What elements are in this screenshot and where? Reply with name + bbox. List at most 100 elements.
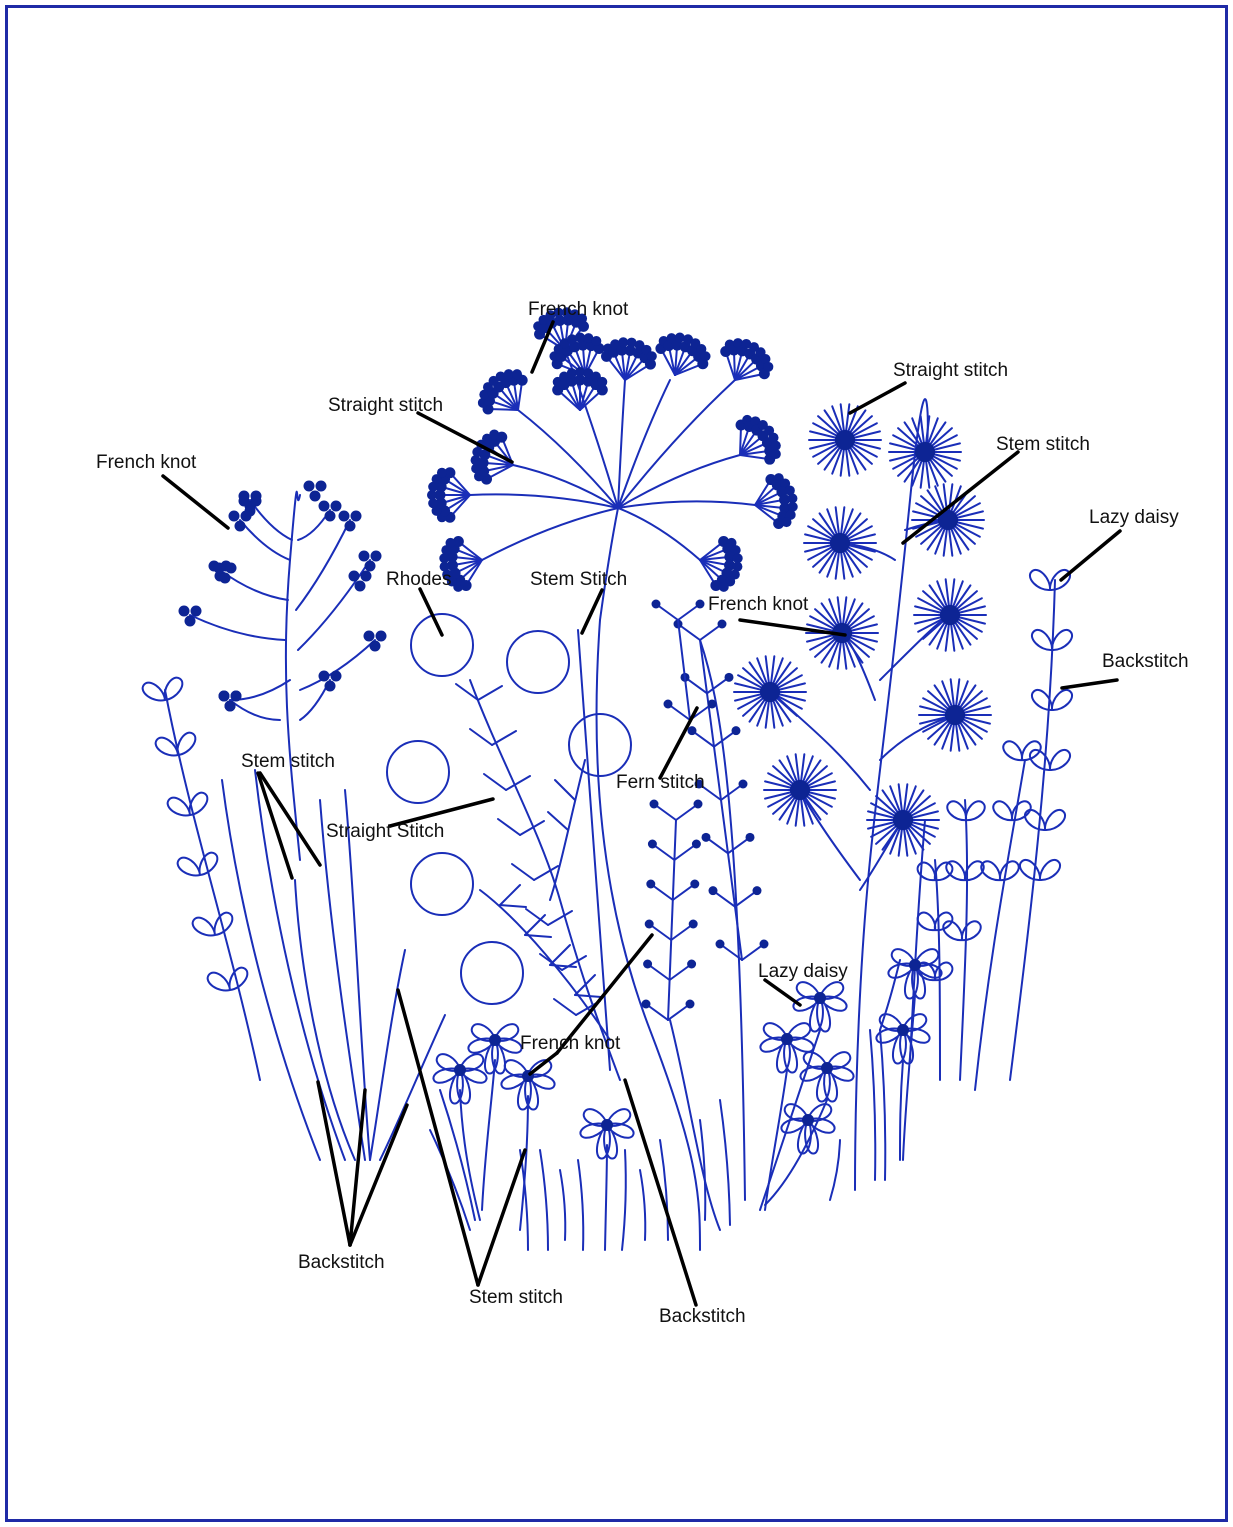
sprig-stem	[286, 492, 300, 860]
grass-blade	[370, 950, 405, 1160]
french-knot	[591, 336, 601, 346]
french-knot	[746, 833, 755, 842]
grass-blade	[870, 1030, 875, 1180]
straight-stitch-leaf	[484, 774, 506, 790]
french-knot	[304, 481, 315, 492]
straight-stitch-leaf	[470, 729, 492, 745]
label-leader-line	[260, 773, 320, 865]
label-french-knot-left: French knot	[96, 453, 196, 472]
label-leader-line	[625, 1080, 696, 1305]
straight-stitch-leaf	[492, 731, 516, 745]
french-knot	[702, 833, 711, 842]
label-leader-line	[420, 589, 442, 635]
straight-stitch-leaf	[498, 819, 520, 835]
label-stem-stitch-center: Stem Stitch	[530, 570, 627, 589]
rhodes-stitch-circle	[507, 631, 569, 693]
umbel-ray	[482, 508, 618, 560]
umbel-ray	[618, 501, 755, 508]
grass-blade	[880, 1030, 885, 1180]
fern-stitch-stalk	[668, 820, 676, 1020]
straight-stitch-leaf	[550, 965, 576, 967]
straight-stitch-flower	[914, 579, 986, 650]
flower-center-knot	[489, 1034, 501, 1046]
leaf-stem	[165, 690, 260, 1080]
flower-center-knot	[821, 1062, 833, 1074]
french-knot	[319, 501, 330, 512]
flower-center-knot	[454, 1064, 466, 1076]
fern-main-stem	[670, 1020, 720, 1230]
grass-blade	[622, 1150, 626, 1250]
french-knot	[319, 671, 330, 682]
french-knot	[359, 551, 370, 562]
label-fern-stitch: Fern stitch	[616, 773, 705, 792]
daisy-stem	[605, 1145, 607, 1250]
rhodes-stitch-circle	[461, 942, 523, 1004]
label-stem-stitch-left: Stem stitch	[241, 752, 335, 771]
french-knot	[251, 496, 262, 507]
lazy-daisy-leaf	[1032, 690, 1072, 710]
french-knot	[708, 700, 717, 709]
french-knot	[365, 561, 376, 572]
french-knot	[214, 563, 225, 574]
french-knot	[371, 551, 382, 562]
label-straight-stitch-mid: Straight Stitch	[326, 822, 444, 841]
straight-stitch-flower	[764, 754, 836, 825]
french-knot	[650, 800, 659, 809]
french-knot	[376, 631, 387, 642]
flower-stem	[855, 399, 928, 1190]
french-knot	[512, 369, 522, 379]
flower-center-knot	[802, 1114, 814, 1126]
lazy-daisy-leaf	[993, 801, 1031, 820]
sprig-branch	[240, 520, 290, 560]
label-straight-stitch-umbel: Straight stitch	[328, 396, 443, 415]
lazy-daisy-flower	[800, 1052, 853, 1101]
label-stem-stitch-bottom: Stem stitch	[469, 1288, 563, 1307]
french-knot	[690, 880, 699, 889]
french-knot	[646, 880, 655, 889]
straight-stitch-leaf	[550, 945, 570, 965]
straight-stitch-leaf	[554, 999, 576, 1015]
rhodes-stitch-circle	[569, 714, 631, 776]
daisy-stem	[900, 1060, 903, 1160]
french-knot	[445, 538, 455, 548]
french-knot	[645, 920, 654, 929]
french-knot	[771, 449, 781, 459]
sprig-branch	[230, 700, 280, 720]
straight-stitch-flower	[809, 404, 881, 475]
straight-stitch-leaf	[555, 780, 575, 800]
french-knot	[191, 606, 202, 617]
french-knot	[686, 1000, 695, 1009]
lazy-daisy-leaf	[193, 913, 233, 936]
french-knot	[370, 641, 381, 652]
umbel-ray	[618, 455, 740, 508]
french-knot	[652, 600, 661, 609]
label-leader-line	[530, 1053, 557, 1074]
label-backstitch-right: Backstitch	[1102, 652, 1189, 671]
french-knot	[664, 700, 673, 709]
label-leader-line	[1062, 680, 1117, 688]
french-knot	[235, 521, 246, 532]
label-rhodes: Rhodes	[386, 570, 452, 589]
french-knot	[229, 511, 240, 522]
rhodes-stitch-circle	[387, 741, 449, 803]
straight-stitch-flower	[919, 679, 991, 750]
label-french-knot-bottom: French knot	[520, 1034, 620, 1053]
lazy-daisy-flower	[760, 1023, 813, 1072]
label-leader-line	[660, 708, 697, 778]
french-knot	[701, 351, 711, 361]
lazy-daisy-leaf	[1025, 810, 1065, 830]
french-knot	[753, 886, 762, 895]
french-knot	[719, 582, 729, 592]
flower-center-knot	[814, 992, 826, 1004]
french-knot	[219, 691, 230, 702]
lazy-daisy-leaf	[1020, 860, 1060, 880]
flower-center-knot	[781, 1033, 793, 1045]
label-backstitch-bottom: Backstitch	[659, 1307, 746, 1326]
grass-blade	[830, 1140, 840, 1200]
french-knot	[185, 616, 196, 627]
lazy-daisy-leaf	[143, 678, 183, 701]
label-leader-line	[350, 1105, 407, 1245]
french-knot	[355, 581, 366, 592]
french-knot	[437, 468, 447, 478]
fern-stitch-stalk	[678, 620, 690, 720]
